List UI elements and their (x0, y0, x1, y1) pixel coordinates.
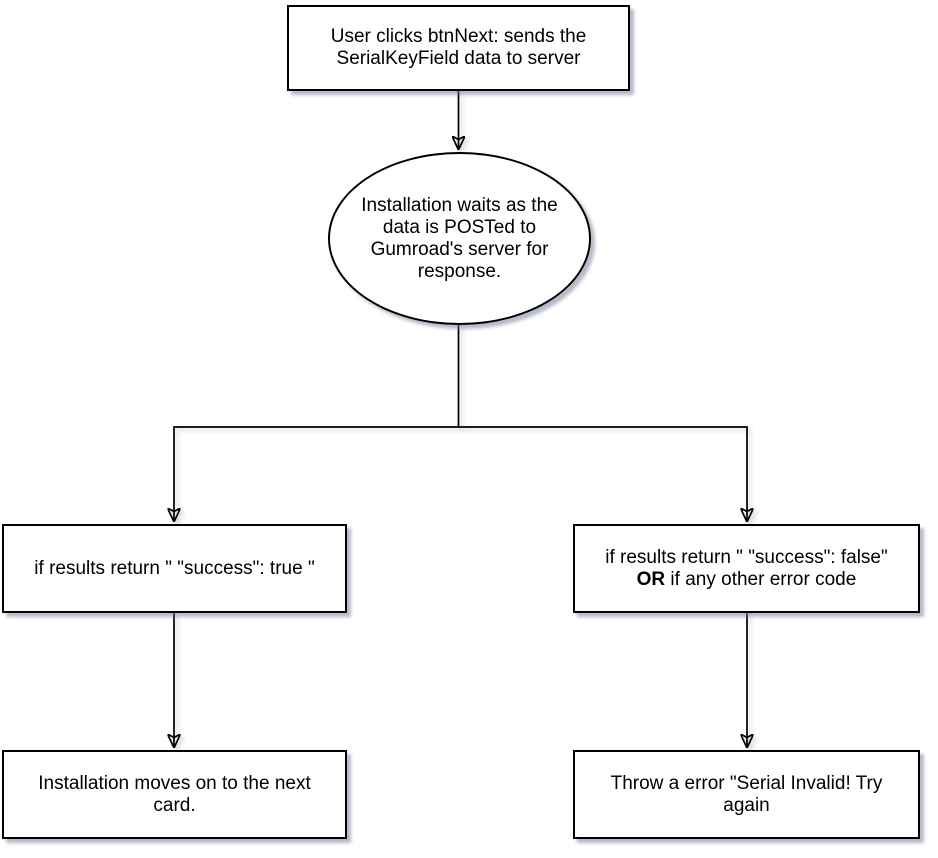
fail-condition-line2-rest: if any other error code (665, 568, 857, 590)
fail-condition-or-bold: OR (636, 568, 666, 590)
edge-branch-fail (458, 426, 748, 522)
flow-node-success-condition: if results return " "success": true " (2, 524, 347, 613)
fail-condition-line1: if results return " "success": false" (605, 546, 888, 568)
edge-branch-success (174, 426, 459, 522)
flow-node-fail-condition: if results return " "success": false"OR … (573, 524, 920, 613)
flow-node-fail-condition-label: if results return " "success": false"OR … (601, 547, 892, 591)
flow-node-success-condition-label: if results return " "success": true " (34, 557, 315, 579)
